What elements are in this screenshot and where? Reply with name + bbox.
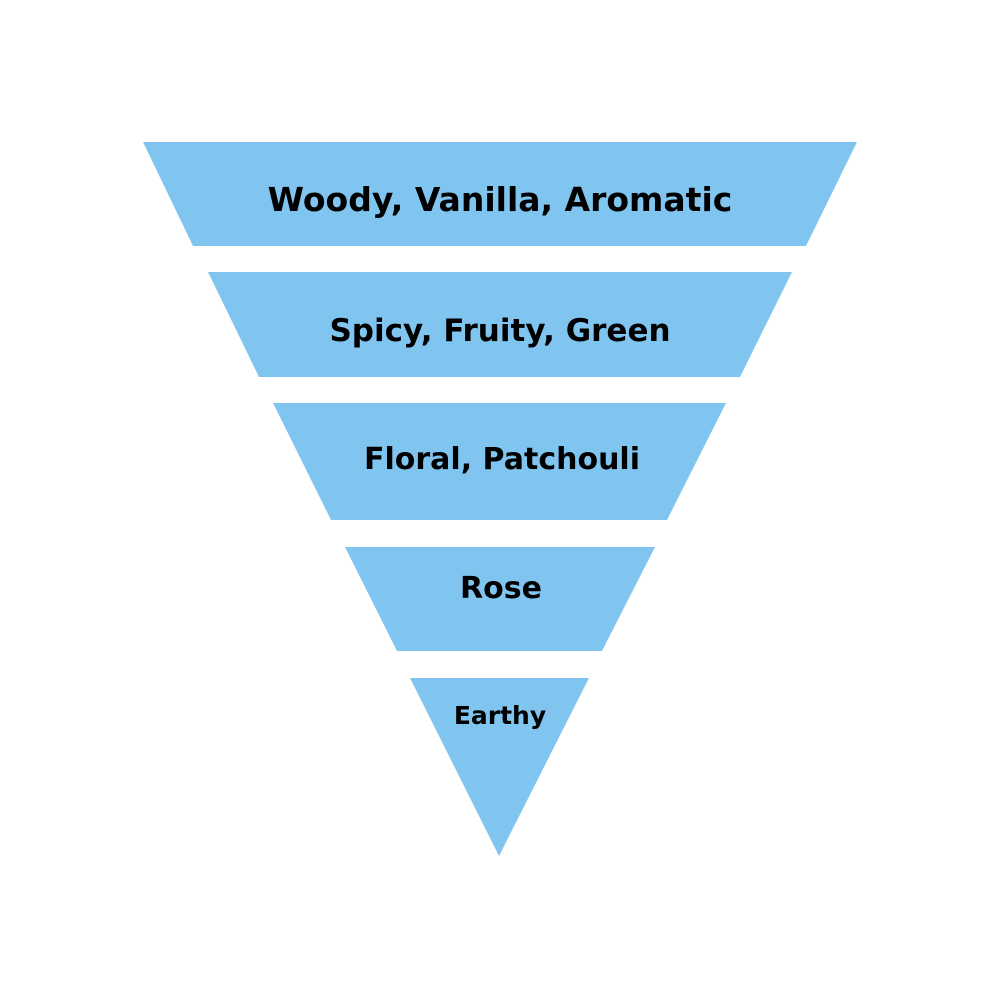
funnel-tier-2-label: Spicy, Fruity, Green	[329, 313, 670, 349]
funnel-tier-4-label: Rose	[460, 571, 542, 606]
funnel-tier-3-shape	[273, 403, 726, 520]
funnel-tier-4-shape	[345, 547, 655, 651]
funnel-tier-5: Earthy	[410, 678, 589, 856]
funnel-tier-5-shape	[410, 678, 589, 856]
funnel-tier-2-shape	[208, 272, 792, 377]
funnel-tier-1: Woody, Vanilla, Aromatic	[143, 142, 857, 246]
funnel-tier-4: Rose	[345, 547, 655, 651]
funnel-tier-5-label: Earthy	[454, 701, 546, 730]
funnel-tier-3: Floral, Patchouli	[273, 403, 726, 520]
funnel-tier-1-label: Woody, Vanilla, Aromatic	[268, 180, 733, 219]
funnel-tier-1-shape	[143, 142, 857, 246]
funnel-tier-3-label: Floral, Patchouli	[364, 442, 640, 477]
funnel-tier-2: Spicy, Fruity, Green	[208, 272, 792, 377]
